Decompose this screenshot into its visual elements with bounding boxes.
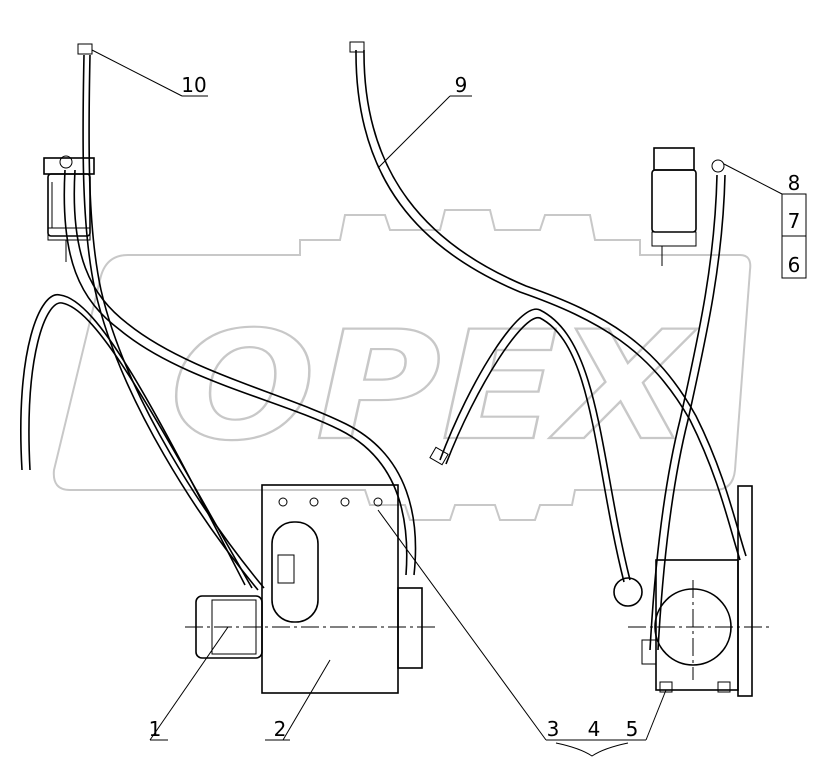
pump-housing <box>261 484 399 694</box>
leader-10 <box>91 49 183 97</box>
callout-7: 7 <box>788 209 801 233</box>
brace-345 <box>555 742 629 757</box>
hose-left-inner <box>73 169 417 576</box>
filter-right-fitting <box>711 159 725 173</box>
leader-8 <box>723 163 783 195</box>
leader-5 <box>645 689 667 741</box>
callouts: 10 9 8 7 6 1 2 3 4 5 <box>149 73 801 741</box>
pump-window <box>271 521 319 623</box>
leader-3 <box>377 509 547 741</box>
pump-handle <box>277 554 295 584</box>
hose-right-inner <box>657 174 726 651</box>
hoses <box>20 41 747 651</box>
hose-9-inner <box>363 49 747 557</box>
callout-10: 10 <box>181 73 206 97</box>
filter-right <box>651 147 725 266</box>
filter-right-cap <box>651 231 697 247</box>
hose-center-inner <box>445 317 625 583</box>
filter-left-bowl <box>47 173 91 237</box>
filter-right-head <box>653 147 695 171</box>
right-assembly <box>613 485 770 697</box>
filter-left-head <box>43 157 95 175</box>
leader-9 <box>377 95 451 169</box>
leader-lines <box>91 49 807 757</box>
callout-4: 4 <box>588 717 601 741</box>
bolt-4 <box>373 497 383 507</box>
callout-3: 3 <box>547 717 560 741</box>
hose-center <box>439 308 631 581</box>
callout-2: 2 <box>274 717 287 741</box>
fitting-9 <box>349 41 365 53</box>
leader-1 <box>149 626 229 741</box>
pump-side-port <box>397 587 423 669</box>
right-drain <box>641 639 657 665</box>
hose-far-left-inner <box>28 302 253 589</box>
hose-left <box>63 169 408 576</box>
filter-left-cap <box>47 227 91 241</box>
pump-assembly <box>185 484 438 694</box>
filter-left-port <box>59 155 73 169</box>
filter-left <box>43 155 95 262</box>
callout-5: 5 <box>626 717 639 741</box>
right-foot-bolt-1 <box>659 681 673 693</box>
hose-far-left <box>20 294 246 586</box>
right-loop-fitting <box>613 577 643 607</box>
bolt-1 <box>278 497 288 507</box>
callout-1: 1 <box>149 717 162 741</box>
fitting-10 <box>77 43 93 55</box>
filter-right-bowl <box>651 169 697 233</box>
watermark: OPEX <box>52 209 752 521</box>
bolt-2 <box>309 497 319 507</box>
hose-center-clamp <box>429 446 449 466</box>
bolt-3 <box>340 497 350 507</box>
bracket-plate <box>737 485 753 697</box>
hose-loop <box>82 54 259 591</box>
leader-2 <box>282 659 331 741</box>
right-foot-bolt-2 <box>717 681 731 693</box>
callout-9: 9 <box>455 73 468 97</box>
hose-9 <box>355 49 741 561</box>
right-housing <box>655 559 739 691</box>
watermark-text: OPEX <box>170 300 697 474</box>
callout-6: 6 <box>788 253 801 277</box>
callout-8: 8 <box>788 171 801 195</box>
